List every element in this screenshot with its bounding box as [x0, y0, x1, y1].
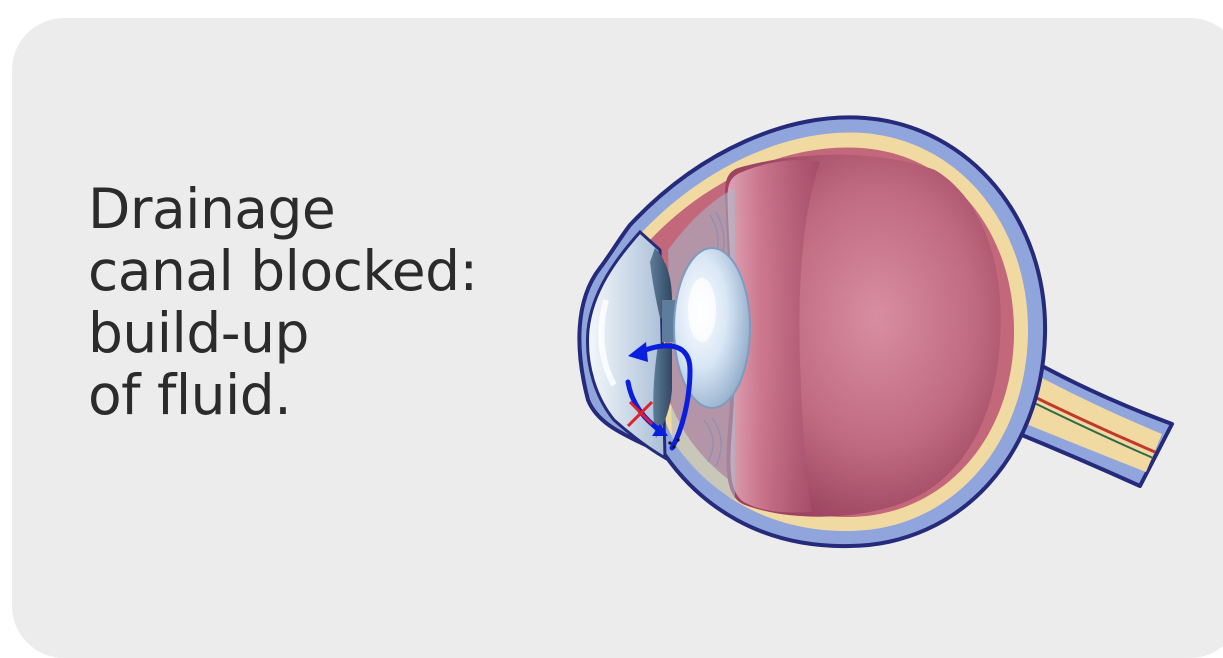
eye-cross-section-illustration: [0, 0, 1223, 631]
